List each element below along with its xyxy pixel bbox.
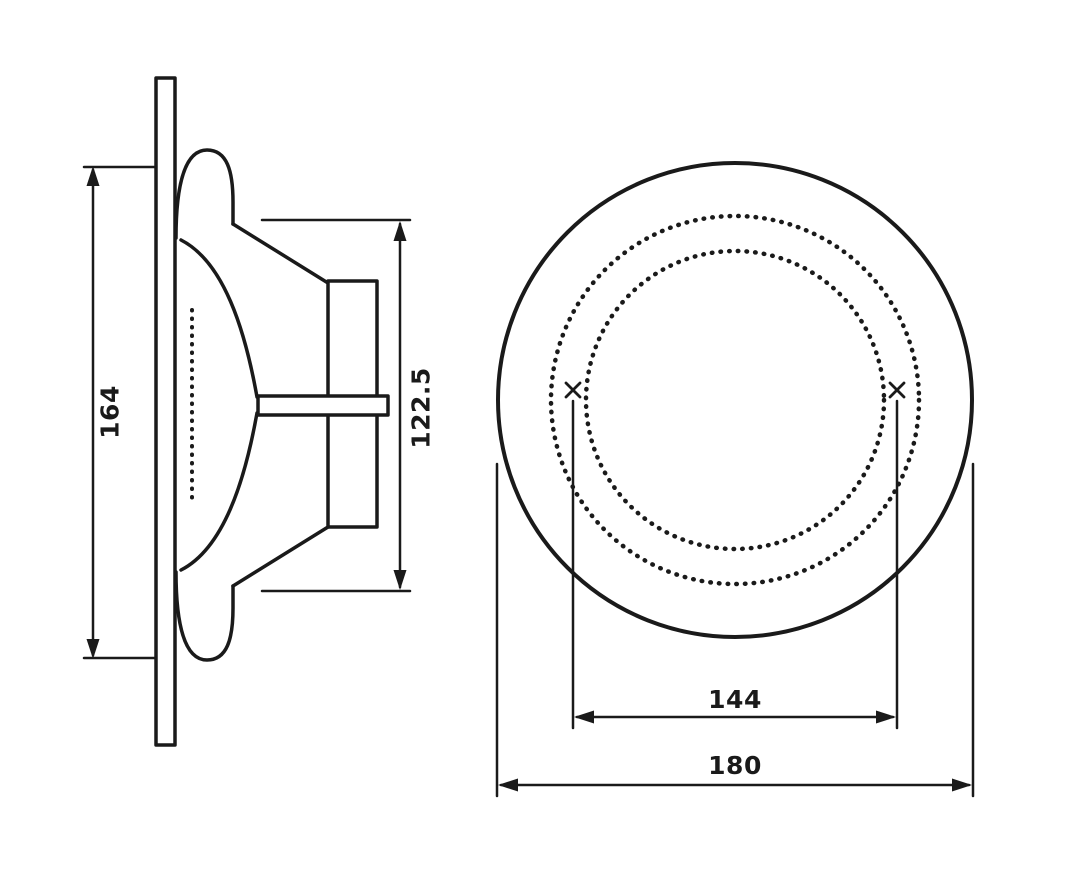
front-view bbox=[496, 161, 974, 639]
mount-hole-x-mark-left bbox=[564, 381, 582, 399]
mount-hole-x-mark-right bbox=[888, 381, 906, 399]
arrow-164-up bbox=[86, 166, 100, 186]
arrow-122-5-down bbox=[393, 570, 407, 590]
arrow-122-5-up bbox=[393, 221, 407, 241]
surround-top bbox=[174, 148, 235, 240]
pole-piece-bar bbox=[256, 394, 390, 417]
arrowheads bbox=[86, 166, 972, 792]
dimension-labels: 164 122.5 144 180 bbox=[96, 367, 762, 780]
side-view bbox=[154, 76, 390, 747]
dim-144 bbox=[571, 399, 899, 730]
arrow-180-right bbox=[952, 778, 972, 792]
x-mark-stroke bbox=[564, 381, 582, 399]
inner-dotted-circle bbox=[583, 248, 887, 552]
arrow-164-down bbox=[86, 639, 100, 659]
label-164: 164 bbox=[96, 385, 125, 439]
dim-122-5 bbox=[260, 218, 412, 593]
arrow-180-left bbox=[498, 778, 518, 792]
dim-180 bbox=[495, 462, 975, 798]
basket-bottom-edge bbox=[231, 525, 330, 588]
label-144: 144 bbox=[708, 685, 762, 714]
basket-top-edge bbox=[231, 222, 330, 285]
surround-bottom bbox=[174, 570, 235, 662]
dimensions bbox=[82, 165, 975, 798]
cone-bottom-curve bbox=[179, 411, 259, 572]
label-122-5: 122.5 bbox=[407, 367, 436, 449]
arrow-144-left bbox=[574, 710, 594, 724]
outer-rim-circle bbox=[496, 161, 974, 639]
mounting-flange bbox=[154, 76, 177, 747]
arrow-144-right bbox=[876, 710, 896, 724]
dim-164 bbox=[82, 165, 158, 660]
cutout-dotted-circle bbox=[548, 213, 922, 587]
label-180: 180 bbox=[708, 751, 762, 780]
cone-top-curve bbox=[179, 238, 259, 399]
x-mark-stroke bbox=[888, 381, 906, 399]
